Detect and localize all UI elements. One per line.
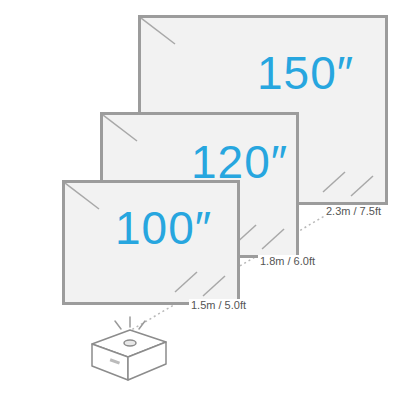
glare-line bbox=[203, 276, 225, 296]
glare-line bbox=[175, 272, 197, 292]
glare-line bbox=[262, 229, 284, 249]
throw-distance: 2.3m / 7.5ft bbox=[324, 205, 383, 218]
size-label: 100″ bbox=[115, 205, 212, 251]
light-rays bbox=[115, 317, 145, 329]
glare-line bbox=[103, 115, 137, 141]
glare-line bbox=[65, 183, 99, 209]
size-label: 150″ bbox=[257, 50, 354, 96]
throw-distance: 1.5m / 5.0ft bbox=[189, 299, 248, 312]
size-label: 120″ bbox=[191, 139, 288, 185]
glare-line bbox=[323, 172, 345, 192]
glare-line bbox=[141, 18, 175, 44]
throw-distance: 1.8m / 6.0ft bbox=[258, 255, 317, 268]
projector bbox=[92, 330, 166, 380]
screen-size: 100″ bbox=[62, 180, 240, 305]
glare-line bbox=[351, 176, 373, 196]
